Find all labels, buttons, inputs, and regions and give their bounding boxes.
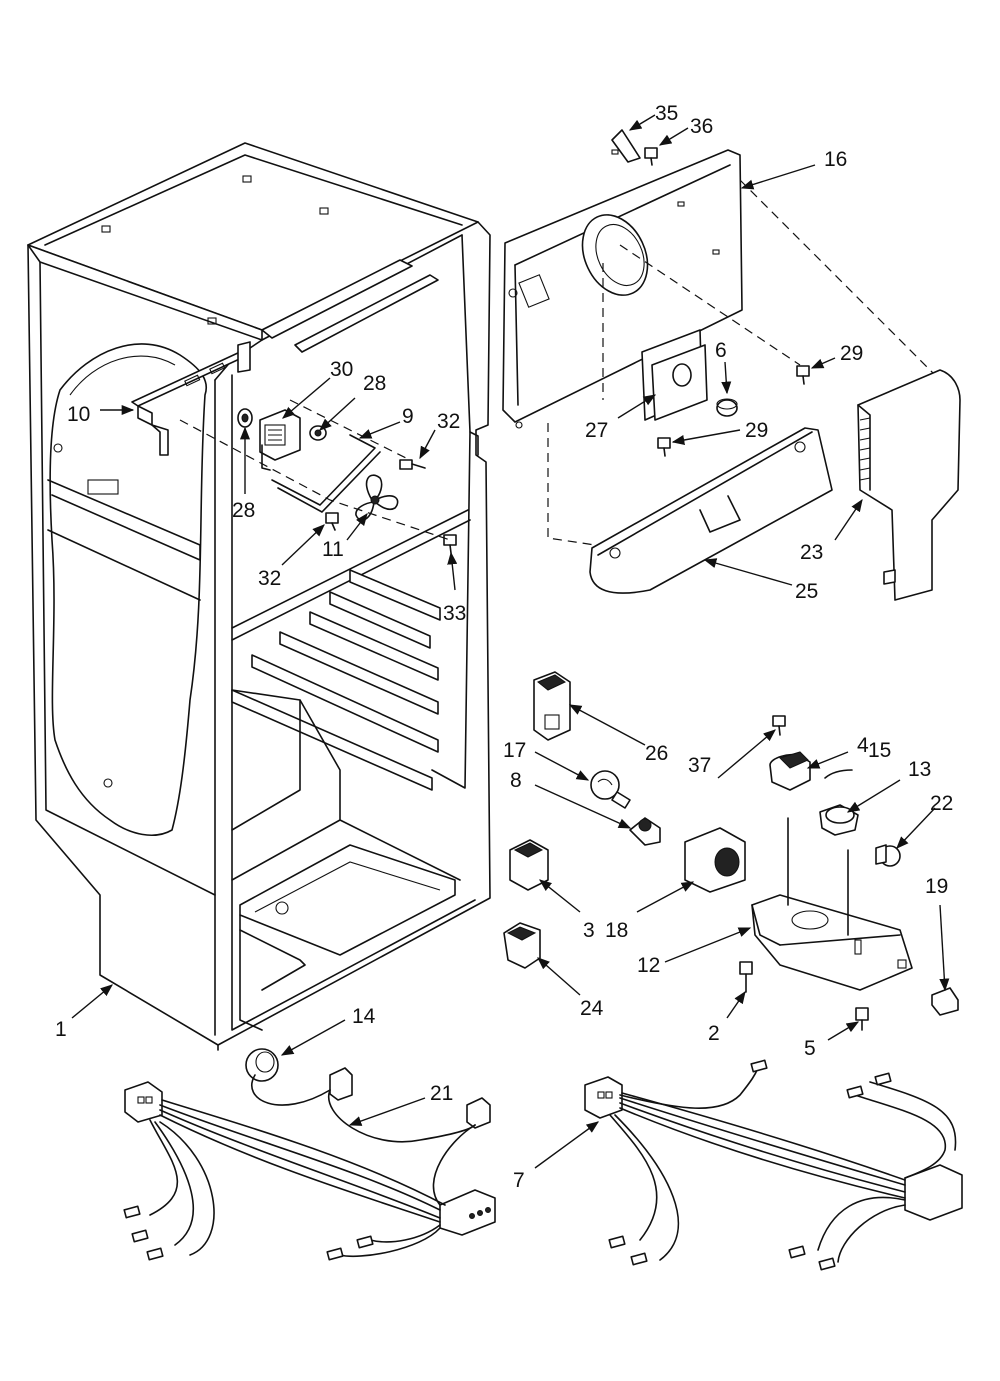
part-30-fan-motor — [259, 409, 301, 471]
callout-29-a: 29 — [840, 342, 863, 365]
part-11-fan-blade — [355, 474, 399, 521]
callout-24: 24 — [580, 997, 604, 1020]
callout-6: 6 — [715, 339, 727, 362]
callout-18: 18 — [605, 919, 628, 942]
callout-10: 10 — [67, 403, 90, 426]
part-26-control-housing — [533, 671, 571, 741]
callout-37: 37 — [688, 754, 711, 777]
callout-29-b: 29 — [745, 419, 768, 442]
part-25-air-diffuser — [589, 427, 833, 594]
part-21-wiring-harness — [123, 1067, 496, 1261]
callout-7: 7 — [513, 1169, 525, 1192]
part-23-fan-cover — [857, 369, 961, 601]
part-5-screw — [855, 1007, 869, 1031]
part-17-light-bulb — [590, 770, 631, 809]
part-28-grommet-a — [237, 408, 253, 428]
part-8-lamp-socket — [629, 817, 661, 846]
part-12-control-housing — [751, 817, 913, 991]
callout-35: 35 — [655, 102, 678, 125]
callout-32-b: 32 — [258, 567, 281, 590]
part-33-screw — [443, 534, 457, 554]
part-19-connector — [931, 987, 959, 1016]
part-14-thermistor — [245, 1048, 279, 1082]
part-24-connector — [503, 922, 541, 969]
part-1-cabinet-liner — [27, 142, 491, 1051]
callout-5: 5 — [804, 1037, 816, 1060]
callout-36: 36 — [690, 115, 713, 138]
callout-33: 33 — [443, 602, 466, 625]
part-29-screw-a — [796, 365, 810, 385]
callout-17: 17 — [503, 739, 526, 762]
part-2-screw — [739, 961, 753, 993]
callout-19: 19 — [925, 875, 948, 898]
part-32-screw-b — [325, 512, 339, 531]
callout-16: 16 — [824, 148, 847, 171]
callout-30: 30 — [330, 358, 353, 381]
part-36-screw — [644, 147, 658, 166]
callout-3: 3 — [583, 919, 595, 942]
part-28-grommet-b — [309, 425, 327, 441]
callout-26: 26 — [645, 742, 668, 765]
part-29-screw-b — [657, 437, 671, 457]
callout-21: 21 — [430, 1082, 453, 1105]
callout-23: 23 — [800, 541, 823, 564]
callout-13: 13 — [908, 758, 931, 781]
callout-27: 27 — [585, 419, 608, 442]
callout-9: 9 — [402, 405, 414, 428]
callout-15: 15 — [868, 739, 891, 762]
callout-4: 4 — [857, 734, 869, 757]
callout-28-a: 28 — [363, 372, 386, 395]
part-9-motor-bracket — [271, 434, 381, 513]
callout-labels: 35 36 16 6 29 29 27 23 25 30 28 28 9 32 … — [55, 102, 953, 1192]
callout-32-a: 32 — [437, 410, 460, 433]
part-37-screw — [772, 715, 786, 736]
part-18-light-shield — [684, 827, 746, 893]
callout-25: 25 — [795, 580, 818, 603]
part-4-thermostat — [769, 751, 811, 791]
callout-1: 1 — [55, 1018, 67, 1041]
leader-lines — [71, 114, 950, 1169]
callout-28-b: 28 — [232, 499, 255, 522]
part-15-capillary-tube — [824, 769, 853, 779]
part-32-screw-a — [399, 459, 426, 470]
callout-2: 2 — [708, 1022, 720, 1045]
callout-14: 14 — [352, 1005, 376, 1028]
part-10-bracket — [131, 341, 251, 456]
callout-11: 11 — [322, 538, 344, 561]
callout-12: 12 — [637, 954, 660, 977]
callout-22: 22 — [930, 792, 953, 815]
part-35-clip — [611, 129, 641, 163]
part-22-knob — [875, 844, 901, 867]
part-6-knob — [716, 398, 738, 417]
part-7-wiring-harness — [584, 1059, 963, 1271]
callout-8: 8 — [510, 769, 522, 792]
